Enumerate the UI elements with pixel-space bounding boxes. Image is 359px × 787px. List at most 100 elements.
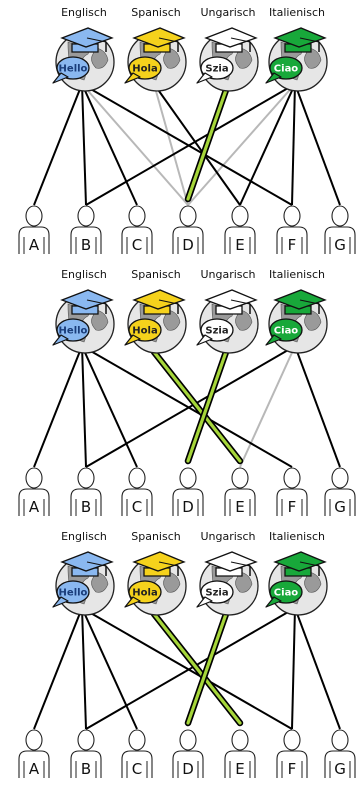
person-a: A xyxy=(18,729,50,778)
edge-englisch-b xyxy=(81,83,87,206)
greeting-text: Hello xyxy=(59,588,88,599)
person-label: G xyxy=(334,236,346,254)
continent-shape xyxy=(163,309,181,331)
greeting-text: Hello xyxy=(59,64,88,75)
edge-italienisch-f xyxy=(291,607,296,730)
speech-bubble-icon xyxy=(56,580,90,604)
person-b: B xyxy=(70,729,102,778)
person-head-icon xyxy=(128,729,146,751)
person-body-icon xyxy=(224,488,256,516)
speech-bubble-tail xyxy=(196,72,213,84)
edge-englisch-a xyxy=(33,83,83,206)
greeting-text: Ciao xyxy=(274,326,299,337)
speech-bubble-icon xyxy=(269,580,303,604)
person-label: G xyxy=(334,760,346,778)
person-d: D xyxy=(172,729,204,778)
person-body-icon xyxy=(224,226,256,254)
graduation-cap-icon xyxy=(273,27,327,48)
cap-tassel-cord xyxy=(299,37,320,43)
person-body-icon xyxy=(70,226,102,254)
person-label: E xyxy=(235,760,244,778)
greeting-text: Ciao xyxy=(274,588,299,599)
edge-italienisch-b xyxy=(85,83,296,206)
language-label: Englisch xyxy=(61,268,107,281)
graduation-cap-icon xyxy=(273,551,327,572)
speech-bubble-icon xyxy=(128,318,162,342)
cap-tassel-cord xyxy=(299,561,320,567)
edge-englisch-c xyxy=(81,607,138,730)
cap-tassel-cord xyxy=(230,561,251,567)
person-head-icon xyxy=(283,729,301,751)
matching-panel-3: EnglischHelloSpanischHolaUngarischSziaIt… xyxy=(18,530,356,778)
speech-bubble-icon xyxy=(269,318,303,342)
greeting-text: Hola xyxy=(132,326,157,337)
matching-panel-1: EnglischHelloSpanischHolaUngarischSziaIt… xyxy=(18,6,356,254)
person-body-icon xyxy=(276,226,308,254)
person-head-icon xyxy=(77,205,95,227)
person-label: B xyxy=(81,498,91,516)
person-body-icon xyxy=(172,226,204,254)
person-label: B xyxy=(81,760,91,778)
person-c: C xyxy=(121,729,153,778)
person-label: D xyxy=(182,760,194,778)
edge-italienisch-e xyxy=(239,345,296,468)
speech-bubble-tail xyxy=(265,334,282,346)
speech-bubble-icon xyxy=(200,56,234,80)
speech-bubble-tail xyxy=(52,596,69,608)
speech-bubble-tail xyxy=(52,72,69,84)
person-label: F xyxy=(288,236,297,254)
person-b: B xyxy=(70,205,102,254)
continent-shape xyxy=(304,571,322,593)
greeting-text: Szia xyxy=(205,64,228,75)
continent-shape xyxy=(91,571,109,593)
graduation-cap-icon xyxy=(204,27,258,48)
person-label: A xyxy=(29,236,40,254)
speech-bubble-tail xyxy=(124,334,141,346)
speech-bubble-tail xyxy=(265,596,282,608)
language-label: Ungarisch xyxy=(200,530,255,543)
cap-tassel-cord xyxy=(230,37,251,43)
cap-tassel-cord xyxy=(158,561,179,567)
graduation-cap-icon xyxy=(60,27,114,48)
person-body-icon xyxy=(324,488,356,516)
speech-bubble-icon xyxy=(128,580,162,604)
edge-italienisch-f xyxy=(291,83,296,206)
edge-spanisch-e xyxy=(153,83,241,206)
person-c: C xyxy=(121,205,153,254)
person-label: E xyxy=(235,236,244,254)
person-head-icon xyxy=(77,467,95,489)
person-f: F xyxy=(276,205,308,254)
edge-italienisch-e xyxy=(239,83,296,206)
person-head-icon xyxy=(179,467,197,489)
graduation-cap-icon xyxy=(204,289,258,310)
person-body-icon xyxy=(70,488,102,516)
speech-bubble-icon xyxy=(200,318,234,342)
language-label: Spanisch xyxy=(131,268,181,281)
edge-englisch-c xyxy=(81,83,138,206)
edge-group xyxy=(33,83,341,206)
speech-bubble-icon xyxy=(128,56,162,80)
language-label: Englisch xyxy=(61,530,107,543)
edge-englisch-a xyxy=(33,607,83,730)
edge-englisch-b xyxy=(81,345,87,468)
cap-tassel-cord xyxy=(86,299,107,305)
person-body-icon xyxy=(18,488,50,516)
edge-englisch-b xyxy=(81,607,87,730)
continent-shape xyxy=(235,47,253,69)
language-label: Italienisch xyxy=(269,6,325,19)
graduation-cap-icon xyxy=(60,289,114,310)
greeting-text: Szia xyxy=(205,326,228,337)
cap-tassel-cord xyxy=(230,299,251,305)
edge-englisch-f xyxy=(81,345,293,468)
person-head-icon xyxy=(25,205,43,227)
cap-tassel-cord xyxy=(299,299,320,305)
language-label: Ungarisch xyxy=(200,6,255,19)
person-head-icon xyxy=(179,729,197,751)
person-body-icon xyxy=(324,226,356,254)
